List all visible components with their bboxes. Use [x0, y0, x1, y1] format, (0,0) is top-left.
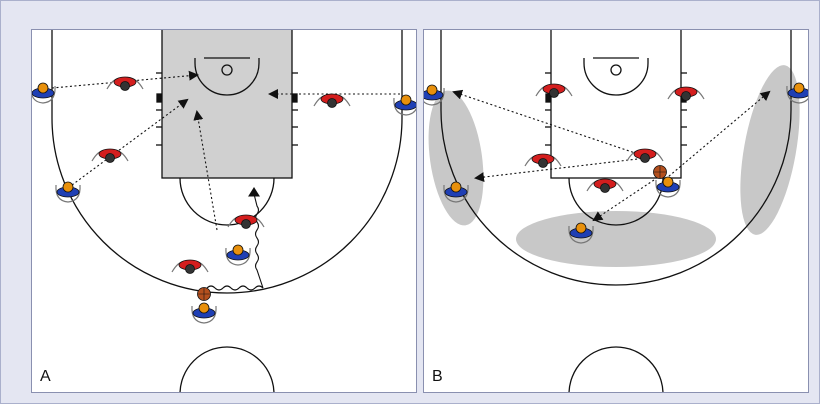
rim [221, 64, 233, 76]
restricted-arc [583, 58, 649, 96]
offense-player-icon [393, 94, 416, 116]
panel-label: A [40, 368, 51, 385]
offense-player-icon [55, 181, 81, 203]
offense-player-icon [655, 176, 681, 198]
defense-player-icon [667, 86, 705, 102]
center-circle [568, 346, 664, 392]
pass-arrows [452, 89, 771, 222]
pass-arrow [474, 157, 647, 183]
top-key-zone [516, 211, 716, 267]
right-wing-zone [740, 65, 800, 235]
pass-arrow [592, 179, 655, 222]
pass-arrow [661, 90, 771, 183]
basketball-icon [653, 165, 667, 179]
panel-a: A [31, 29, 417, 393]
court-b [424, 30, 808, 392]
highlight-zones [428, 65, 800, 267]
defense-players [524, 83, 705, 194]
panel-label: B [432, 368, 443, 385]
court-a [32, 30, 416, 392]
defense-player-icon [535, 83, 573, 99]
pass-arrow [71, 98, 189, 186]
court-lines [51, 30, 403, 392]
defense-player-icon [626, 148, 664, 164]
basketball-icon [197, 287, 211, 301]
panel-b: B [423, 29, 809, 393]
lane-marks [156, 72, 298, 146]
dribble-arrow [206, 186, 264, 291]
lane-marks [545, 72, 687, 146]
left-corner-zone [428, 90, 484, 226]
lane [550, 30, 682, 179]
center-circle [179, 346, 275, 392]
pass-arrow [193, 110, 218, 231]
defense-player-icon [586, 178, 624, 194]
defense-player-icon [171, 259, 209, 275]
pass-arrow [452, 89, 651, 159]
defense-player-icon [524, 153, 562, 169]
free-throw-circle [568, 177, 664, 226]
offense-player-icon [225, 244, 251, 266]
offense-player-icon [191, 302, 217, 324]
defense-player-icon [106, 76, 144, 92]
rim [610, 64, 622, 76]
free-throw-circle [179, 177, 275, 226]
defense-player-icon [91, 148, 129, 164]
defense-player-icon [313, 93, 351, 109]
